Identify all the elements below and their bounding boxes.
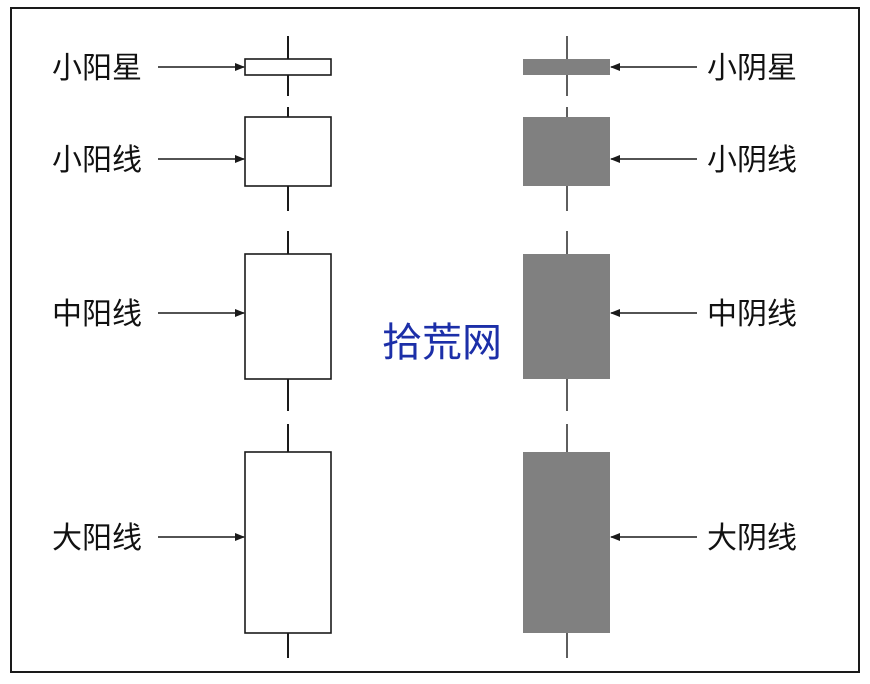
- candle-body-small-yin-line: [523, 117, 610, 186]
- right-candle-group: [523, 36, 610, 658]
- candle-body-large-yin-line: [523, 452, 610, 633]
- label-medium-yin-line: 中阴线: [707, 297, 797, 332]
- label-large-yang-line: 大阳线: [52, 521, 142, 556]
- right-arrow-group: [610, 63, 697, 541]
- candle-body-small-yang-star: [244, 58, 332, 76]
- watermark-text: 拾荒网: [382, 320, 502, 366]
- candle-body-medium-yang-line: [244, 253, 332, 380]
- left-candle-group: [244, 36, 332, 658]
- candle-body-medium-yin-line: [523, 254, 610, 379]
- diagram-frame: [10, 7, 860, 673]
- label-large-yin-line: 大阴线: [707, 521, 797, 556]
- label-small-yin-star: 小阴星: [707, 51, 797, 86]
- left-arrow-group: [158, 63, 245, 541]
- label-small-yin-line: 小阴线: [707, 143, 797, 178]
- candle-body-small-yang-line: [244, 116, 332, 187]
- label-small-yang-line: 小阳线: [52, 143, 142, 178]
- candle-body-small-yin-star: [523, 59, 610, 75]
- label-small-yang-star: 小阳星: [52, 51, 142, 86]
- candle-body-large-yang-line: [244, 451, 332, 634]
- label-medium-yang-line: 中阳线: [52, 297, 142, 332]
